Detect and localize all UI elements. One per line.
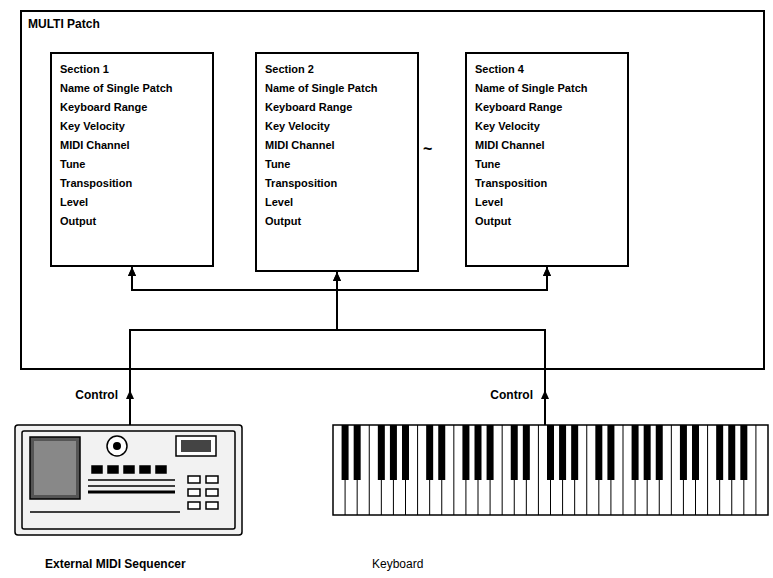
frame-title: MULTI Patch: [28, 17, 100, 31]
black-key: [475, 425, 482, 480]
black-key: [390, 425, 397, 480]
parameter-name: Tune: [475, 155, 619, 174]
parameter-name: MIDI Channel: [265, 136, 409, 155]
white-key-edge: [586, 425, 587, 515]
control-line-path: [130, 267, 547, 425]
control-line: [333, 272, 545, 425]
sequencer-illustration: [15, 425, 242, 535]
device-label: External MIDI Sequencer: [45, 557, 186, 571]
black-key: [656, 425, 663, 480]
section-heading: Section 2: [265, 60, 409, 79]
section-box: Section 2Name of Single PatchKeyboard Ra…: [255, 52, 419, 272]
white-key-edge: [538, 425, 539, 515]
black-key: [595, 425, 602, 480]
black-key: [728, 425, 735, 480]
black-key: [680, 425, 687, 480]
parameter-name: Transposition: [265, 174, 409, 193]
parameter-name: Output: [475, 212, 619, 231]
black-key: [559, 425, 566, 480]
parameter-name: MIDI Channel: [475, 136, 619, 155]
parameter-name: Level: [60, 193, 204, 212]
arrowhead: [128, 267, 136, 276]
control-line: [130, 272, 341, 425]
parameter-name: Tune: [60, 155, 204, 174]
black-key: [354, 425, 361, 480]
black-key: [438, 425, 445, 480]
section-heading: Section 4: [475, 60, 619, 79]
arrowhead: [543, 267, 551, 276]
keyboard-illustration: [333, 425, 768, 515]
parameter-name: Key Velocity: [265, 117, 409, 136]
black-key: [644, 425, 651, 480]
parameter-name: Tune: [265, 155, 409, 174]
black-key: [342, 425, 349, 480]
keyboard-body: [333, 425, 768, 515]
white-key-edge: [453, 425, 454, 515]
parameter-name: Keyboard Range: [265, 98, 409, 117]
flow-arrowheads: [126, 390, 549, 399]
keyboard-device: Keyboard: [330, 425, 770, 573]
black-key: [487, 425, 494, 480]
white-key-edge: [755, 425, 756, 515]
white-key-edge: [707, 425, 708, 515]
black-key: [692, 425, 699, 480]
black-key: [462, 425, 469, 480]
black-key: [378, 425, 385, 480]
parameter-name: Keyboard Range: [60, 98, 204, 117]
white-key-edge: [369, 425, 370, 515]
section-heading: Section 1: [60, 60, 204, 79]
parameter-name: Name of Single Patch: [60, 79, 204, 98]
arrowhead: [543, 267, 551, 276]
black-key: [426, 425, 433, 480]
black-key: [547, 425, 554, 480]
black-key: [740, 425, 747, 480]
parameter-name: Key Velocity: [475, 117, 619, 136]
arrowhead: [333, 272, 341, 281]
parameter-name: Output: [60, 212, 204, 231]
parameter-name: Output: [265, 212, 409, 231]
white-key-edge: [671, 425, 672, 515]
control-line: [337, 267, 551, 425]
parameter-name: Transposition: [475, 174, 619, 193]
black-key: [716, 425, 723, 480]
control-line: [130, 267, 551, 425]
control-line-path: [130, 272, 337, 425]
sequencer-device: External MIDI Sequencer: [15, 425, 245, 573]
control-line-path: [337, 267, 547, 425]
black-key: [402, 425, 409, 480]
arrowhead: [333, 272, 341, 281]
parameter-name: MIDI Channel: [60, 136, 204, 155]
black-key: [511, 425, 518, 480]
black-key: [523, 425, 530, 480]
parameter-name: Level: [475, 193, 619, 212]
control-line-path: [337, 272, 545, 425]
parameter-name: Name of Single Patch: [475, 79, 619, 98]
parameter-name: Name of Single Patch: [265, 79, 409, 98]
line-label: Control: [488, 388, 535, 402]
black-key: [607, 425, 614, 480]
white-key-edge: [623, 425, 624, 515]
white-key-edge: [502, 425, 503, 515]
continuation-mark: ~: [421, 140, 434, 158]
line-label: Control: [73, 388, 120, 402]
section-box: Section 1Name of Single PatchKeyboard Ra…: [50, 52, 214, 267]
parameter-name: Key Velocity: [60, 117, 204, 136]
black-key: [571, 425, 578, 480]
multi-patch-frame: MULTI PatchSection 1Name of Single Patch…: [20, 10, 765, 370]
parameter-name: Keyboard Range: [475, 98, 619, 117]
section-box: Section 4Name of Single PatchKeyboard Ra…: [465, 52, 629, 267]
black-key: [632, 425, 639, 480]
parameter-name: Level: [265, 193, 409, 212]
white-key-edge: [417, 425, 418, 515]
parameter-name: Transposition: [60, 174, 204, 193]
arrowhead: [128, 267, 136, 276]
device-label: Keyboard: [372, 557, 423, 571]
